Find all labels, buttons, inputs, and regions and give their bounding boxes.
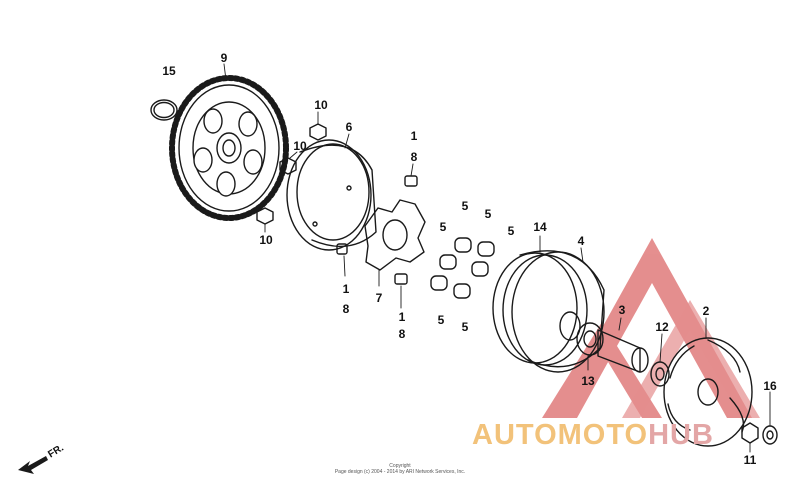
callout-1-a: 1: [410, 129, 418, 143]
callout-8-c: 8: [398, 327, 406, 341]
collar-part: [597, 329, 649, 373]
callout-2: 2: [702, 304, 710, 318]
callout-13: 13: [581, 374, 595, 388]
callout-15: 15: [162, 64, 176, 78]
front-arrow-icon: [18, 456, 48, 474]
copyright-notice: Copyright Page design (c) 2004 - 2014 by…: [335, 463, 465, 475]
sprocket-part: [169, 75, 289, 221]
washer-part: [576, 322, 604, 356]
callout-9: 9: [220, 51, 228, 65]
copyright-line-1: Copyright: [389, 463, 411, 469]
callout-5-c: 5: [439, 220, 447, 234]
roller-weight-part: [430, 237, 495, 299]
callout-6: 6: [345, 120, 353, 134]
callout-16: 16: [763, 379, 777, 393]
nut-part: [741, 422, 778, 445]
callout-14: 14: [533, 220, 547, 234]
copyright-line-2: Page design (c) 2004 - 2014 by ARI Netwo…: [334, 469, 466, 475]
bolt-part: [256, 123, 327, 225]
fan-face-part: [663, 337, 753, 447]
callout-8-a: 8: [410, 150, 418, 164]
clutch-housing-part: [286, 139, 377, 251]
drive-plate-part: [364, 199, 426, 271]
watermark-part-b: HUB: [648, 419, 714, 451]
callout-1-b: 1: [342, 282, 350, 296]
callout-3: 3: [618, 303, 626, 317]
watermark-text: AUTOMOTOHUB: [472, 420, 714, 450]
callout-11: 11: [743, 453, 757, 467]
callout-7: 7: [375, 291, 383, 305]
callout-10-b: 10: [293, 139, 307, 153]
callout-5-f: 5: [461, 320, 469, 334]
callout-5-d: 5: [507, 224, 515, 238]
callout-12: 12: [655, 320, 669, 334]
watermark-logo-icon: [542, 238, 760, 418]
callout-8-b: 8: [342, 302, 350, 316]
callout-10-c: 10: [259, 233, 273, 247]
callout-4: 4: [577, 234, 585, 248]
callout-5-e: 5: [437, 313, 445, 327]
drive-pulley-part: [492, 250, 605, 373]
callout-5-b: 5: [484, 207, 492, 221]
callout-5-a: 5: [461, 199, 469, 213]
callout-10-a: 10: [314, 98, 328, 112]
leader-lines: [223, 63, 771, 453]
watermark-part-a: AUTOMOTO: [472, 419, 649, 451]
callout-1-c: 1: [398, 310, 406, 324]
circlip-part: [150, 99, 178, 121]
